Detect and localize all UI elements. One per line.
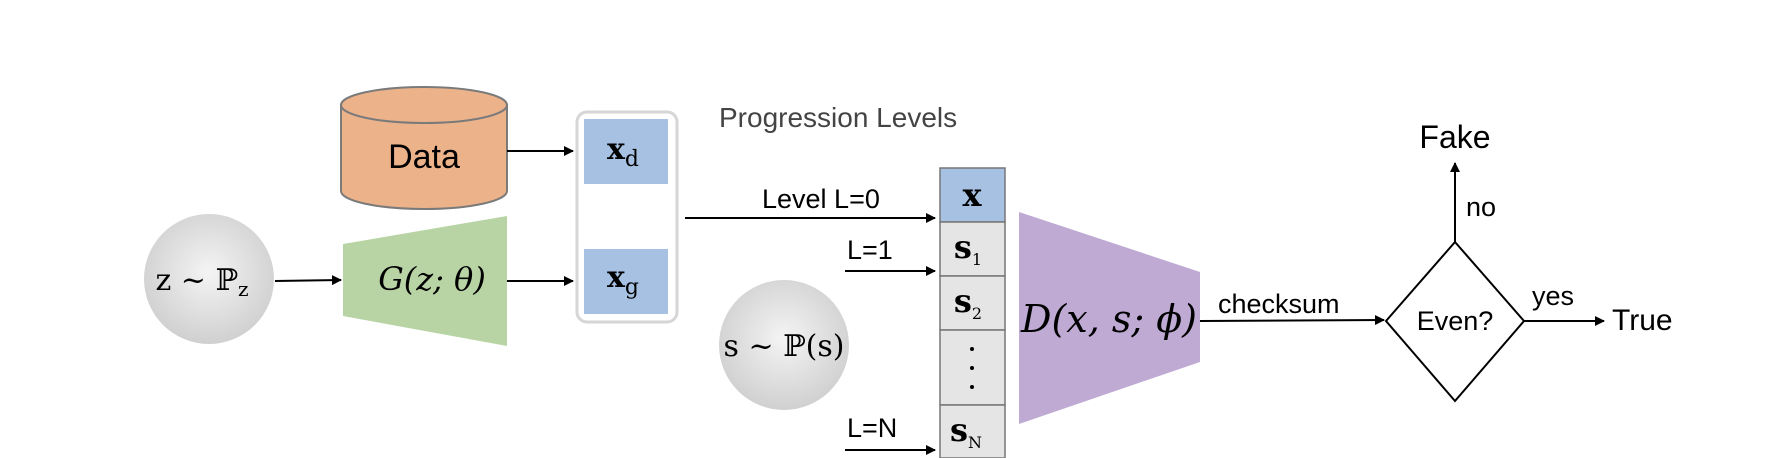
xg-sub: g (625, 275, 639, 300)
level-cell-sN-sub: N (968, 433, 982, 452)
discriminator-block: D(x, s; ϕ) (1019, 212, 1200, 424)
decision-question: Even? (1417, 306, 1494, 336)
sample-container: xd xg (575, 110, 679, 324)
svg-text:xd: xd (607, 132, 639, 172)
level0-label: Level L=0 (762, 184, 880, 214)
level-cell-s1-sub: 1 (972, 250, 982, 269)
decision-diamond: Even? (1384, 240, 1526, 403)
xg-main: x (607, 260, 626, 295)
xg-box: xg (584, 249, 668, 314)
level-cell-dots-glyph (970, 347, 974, 389)
level-cell-s1 (939, 221, 1006, 277)
svg-text:s1: s1 (954, 228, 982, 269)
level-cell-x-label: x (962, 176, 982, 214)
z-noise-label: z ~ ℙ (155, 263, 238, 298)
s-noise-circle: s ~ ℙ(s) (719, 280, 849, 410)
generator-block: G(z; θ) (343, 216, 507, 346)
xd-sub: d (625, 147, 639, 172)
level-stack: x s1 s2 sN (939, 167, 1006, 458)
data-label: Data (388, 138, 460, 176)
level-cell-sN (939, 404, 1006, 458)
no-label: no (1466, 192, 1496, 222)
level-cell-s1-main: s (954, 228, 972, 266)
s-noise-label: s ~ ℙ(s) (724, 329, 845, 364)
level-cell-s2-sub: 2 (972, 304, 982, 323)
level-cell-s2 (939, 275, 1006, 331)
level-cell-x (939, 167, 1006, 223)
true-label: True (1612, 304, 1673, 337)
level1-label: L=1 (847, 235, 893, 265)
level-cell-sN-main: s (950, 411, 968, 449)
checksum-arrow (1199, 315, 1385, 326)
xd-main: x (607, 132, 626, 167)
z-to-generator-arrow (274, 275, 342, 286)
svg-text:z ~ ℙz: z ~ ℙz (155, 263, 248, 301)
z-noise-circle: z ~ ℙz (144, 214, 274, 344)
z-noise-sub: z (238, 277, 249, 301)
data-cylinder: Data (340, 86, 508, 210)
svg-text:s2: s2 (954, 282, 982, 323)
svg-text:sN: sN (950, 411, 982, 452)
levelN-label: L=N (847, 413, 897, 443)
discriminator-label: D(x, s; ϕ) (1020, 297, 1197, 341)
progression-title: Progression Levels (719, 102, 957, 133)
generator-label: G(z; θ) (378, 260, 486, 298)
level-cell-s2-main: s (954, 282, 972, 320)
svg-text:xg: xg (607, 260, 639, 300)
fake-label: Fake (1419, 119, 1490, 155)
checksum-label: checksum (1218, 289, 1340, 319)
yes-label: yes (1532, 281, 1574, 311)
xd-box: xd (584, 119, 668, 184)
